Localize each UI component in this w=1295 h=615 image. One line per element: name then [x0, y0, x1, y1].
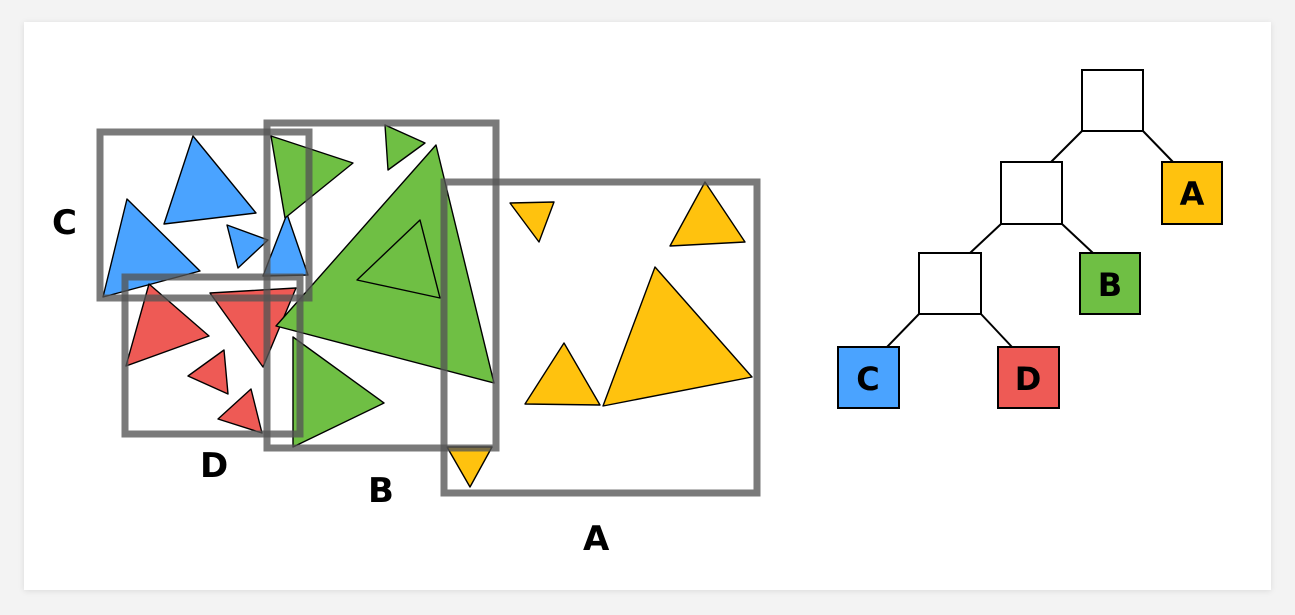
tree-leaf-label-c: C [856, 360, 879, 398]
triangle-a [509, 201, 555, 243]
tree-leaf-b [1079, 252, 1141, 315]
triangle-b [292, 336, 385, 448]
triangle-a [669, 181, 746, 247]
triangles-b [270, 124, 495, 448]
triangle-c [226, 224, 269, 269]
tree-leaf-label-b: B [1098, 266, 1122, 304]
tree-node-internal [918, 252, 982, 315]
triangle-a [446, 446, 493, 488]
tree-edge [980, 313, 1013, 348]
tree-edge [1050, 130, 1083, 163]
tree-edge [1142, 130, 1174, 163]
triangle-c [163, 135, 257, 225]
triangle-d [217, 388, 263, 434]
region-label-a: A [583, 519, 610, 559]
tree-leaf-a [1161, 161, 1223, 225]
tree-leaf-label-d: D [1015, 360, 1042, 398]
tree-node-internal [1000, 161, 1063, 225]
tree-leaf-d [997, 346, 1060, 409]
region-label-b: B [368, 471, 394, 511]
triangle-b-inner [356, 219, 441, 299]
triangle-a [524, 342, 601, 406]
tree-edge [1061, 223, 1094, 254]
triangle-a [602, 266, 753, 407]
bounding-box-b [263, 119, 500, 452]
triangle-d [125, 283, 210, 367]
tree-edges [886, 130, 1174, 348]
triangle-b [384, 124, 426, 171]
triangles-a [446, 181, 753, 488]
tree-leaf-c [837, 346, 900, 409]
triangle-c [102, 198, 201, 298]
tree-edge [969, 223, 1002, 254]
region-label-d: D [200, 446, 228, 486]
tree-node-root [1081, 69, 1144, 132]
bounding-box-a [440, 178, 761, 497]
triangles-d [125, 283, 297, 434]
bounding-box-c [96, 128, 313, 302]
tree-leaf-label-a: A [1180, 175, 1205, 213]
tree-edge [886, 313, 920, 348]
region-label-c: C [52, 203, 77, 243]
triangle-d [187, 349, 229, 395]
bounding-box-d [121, 273, 304, 438]
